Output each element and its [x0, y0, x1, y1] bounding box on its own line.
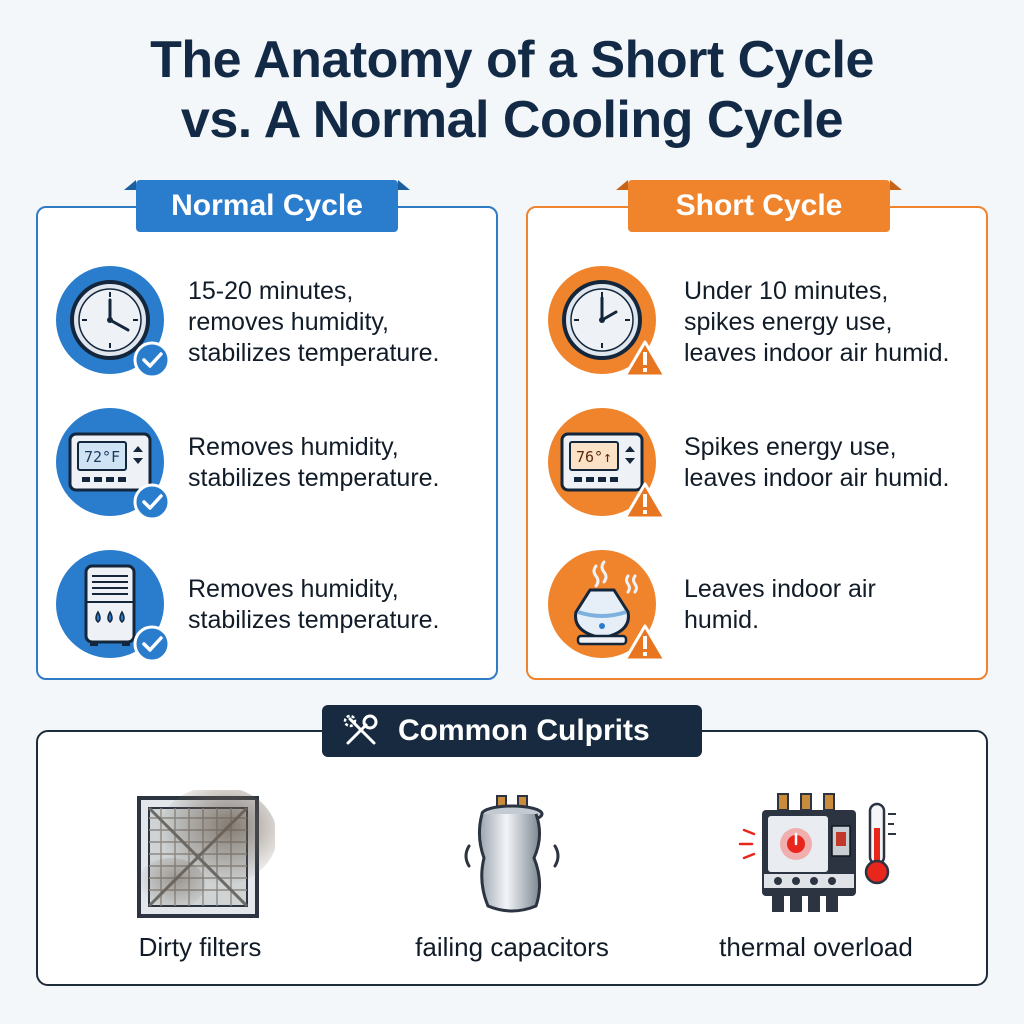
- normal-item-duration-text: 15-20 minutes, removes humidity, stabili…: [188, 277, 440, 367]
- normal-item-thermostat-text: Removes humidity, stabilizes temperature…: [188, 433, 440, 492]
- culprit-failing-capacitors: failing capacitors: [382, 790, 642, 970]
- tools-icon: [343, 714, 378, 745]
- culprit-label: failing capacitors: [415, 932, 609, 962]
- title-line-1: The Anatomy of a Short Cycle: [150, 31, 874, 89]
- short-cycle-heading: Short Cycle: [616, 180, 902, 232]
- thermostat-icon: 72°F: [56, 408, 171, 521]
- normal-cycle-heading: Normal Cycle: [124, 180, 410, 232]
- warning-icon: [623, 340, 667, 378]
- clock-icon: [56, 266, 171, 379]
- checkmark-icon: [133, 625, 171, 663]
- short-item-duration-text: Under 10 minutes, spikes energy use, lea…: [684, 277, 950, 367]
- checkmark-icon: [133, 341, 171, 379]
- culprit-label: Dirty filters: [138, 932, 262, 962]
- thermostat-icon: 76°↑: [548, 408, 667, 520]
- title-line-2: vs. A Normal Cooling Cycle: [180, 91, 844, 149]
- common-culprits-heading: Common Culprits: [322, 705, 702, 757]
- thermal-overload-icon: [738, 793, 896, 912]
- warning-icon: [623, 482, 667, 520]
- page-title: The Anatomy of a Short Cycle vs. A Norma…: [0, 30, 1024, 150]
- clock-icon: [548, 266, 667, 378]
- culprit-label: thermal overload: [719, 932, 913, 962]
- humidifier-icon: [548, 550, 667, 662]
- capacitor-icon: [464, 795, 560, 913]
- svg-text:72°F: 72°F: [84, 448, 120, 466]
- thermometer-icon: [864, 802, 896, 885]
- warning-icon: [623, 624, 667, 662]
- normal-item-dehumidifier-text: Removes humidity, stabilizes temperature…: [188, 575, 440, 634]
- svg-text:76°↑: 76°↑: [576, 448, 612, 466]
- culprit-dirty-filters: Dirty filters: [70, 790, 330, 970]
- culprit-thermal-overload: thermal overload: [686, 790, 946, 970]
- dirty-filter-icon: [137, 790, 275, 918]
- dehumidifier-icon: [56, 550, 171, 663]
- short-item-thermostat-text: Spikes energy use, leaves indoor air hum…: [684, 433, 950, 492]
- checkmark-icon: [133, 483, 171, 521]
- short-item-humidifier-text: Leaves indoor air humid.: [684, 575, 876, 634]
